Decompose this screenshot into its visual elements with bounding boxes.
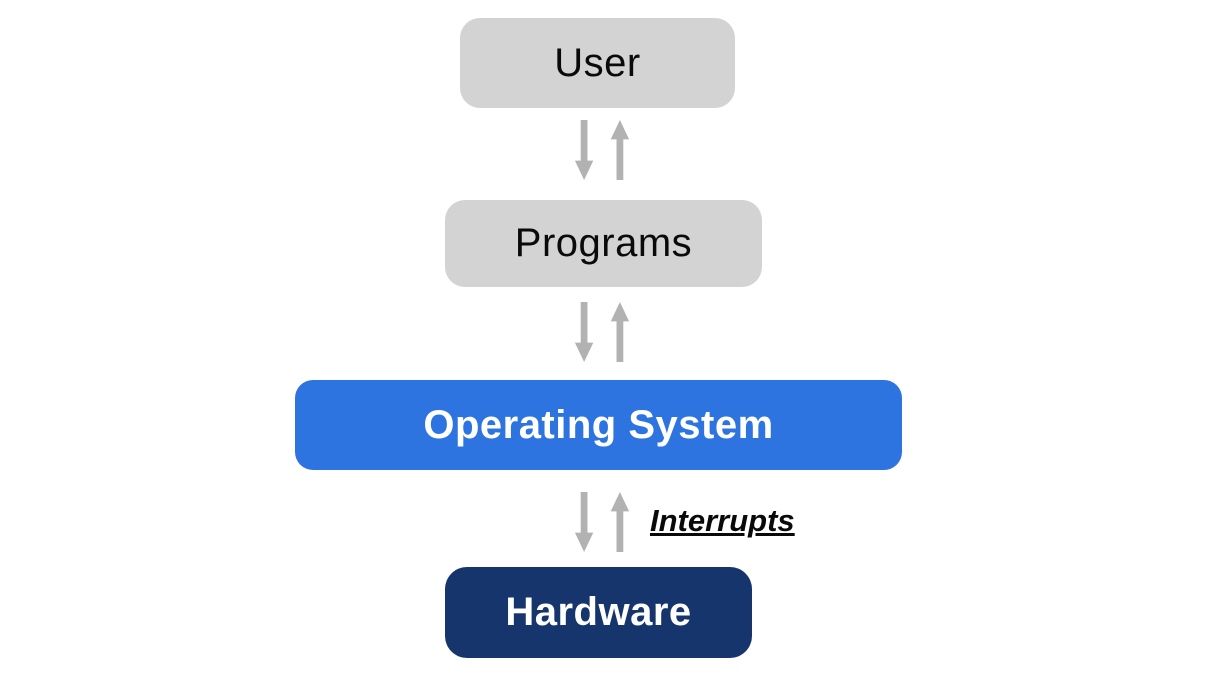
node-user: User (460, 18, 735, 108)
down-arrow-icon (574, 120, 594, 180)
node-programs: Programs (445, 200, 762, 287)
node-hardware-label: Hardware (505, 590, 692, 634)
node-user-label: User (554, 40, 641, 85)
up-arrow-icon (610, 492, 630, 552)
node-hardware: Hardware (445, 567, 752, 658)
node-operating-system: Operating System (295, 380, 902, 470)
interrupts-edge-label: Interrupts (650, 503, 795, 538)
down-arrow-icon (574, 492, 594, 552)
up-arrow-icon (610, 120, 630, 180)
node-programs-label: Programs (514, 221, 693, 265)
os-hardware-arrows (574, 492, 630, 552)
programs-os-arrows (574, 302, 630, 362)
user-programs-arrows (574, 120, 630, 180)
up-arrow-icon (610, 302, 630, 362)
node-operating-system-label: Operating System (423, 402, 774, 447)
down-arrow-icon (574, 302, 594, 362)
